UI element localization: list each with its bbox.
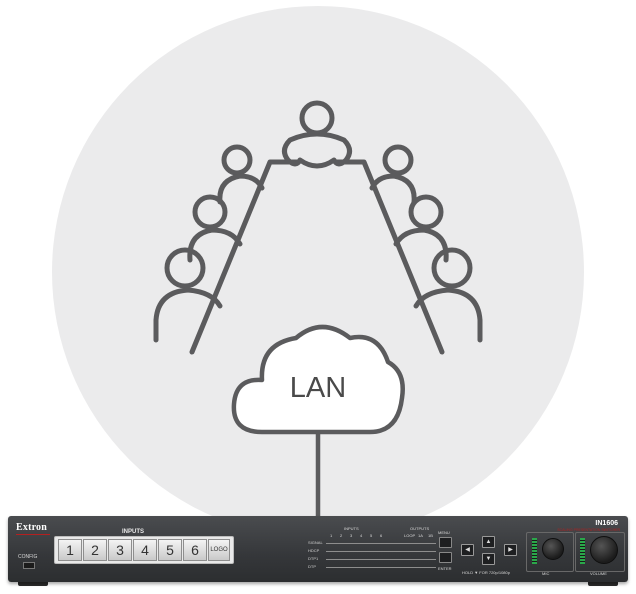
brand-underline [16, 534, 50, 535]
nav-right-button[interactable]: ▶ [504, 544, 517, 556]
matrix-output-1a: 1A [418, 533, 423, 538]
lan-label: LAN [289, 372, 347, 404]
input-button-6[interactable]: 6 [183, 539, 207, 561]
matrix-outputs-title: OUTPUTS [410, 526, 430, 531]
nav-down-button[interactable]: ▼ [482, 553, 495, 565]
nav-up-button[interactable]: ▲ [482, 536, 495, 548]
left-person-1-body [217, 173, 265, 205]
right-person-3-head [431, 247, 473, 289]
right-person-2-body [393, 227, 449, 263]
matrix-input-number-4: 4 [360, 533, 363, 538]
input-button-2[interactable]: 2 [83, 539, 107, 561]
input-button-5[interactable]: 5 [158, 539, 182, 561]
matrix-row-dtp1: DTP1 [308, 556, 319, 561]
model-subtitle: SCALING PRESENTATION SWITCHER [557, 528, 620, 532]
right-person-1-head [382, 144, 414, 176]
switcher-device: Extron CONFIG IN1606 SCALING PRESENTATIO… [8, 516, 628, 582]
volume-knob[interactable] [590, 536, 618, 564]
menu-button[interactable] [439, 537, 452, 548]
matrix-row-signal-line [326, 543, 436, 544]
mic-level-meter [532, 538, 537, 564]
matrix-row-dtp1-line [326, 559, 436, 560]
config-label: CONFIG [18, 554, 38, 560]
input-button-logo[interactable]: LOGO [208, 539, 230, 561]
lan-cloud-icon [231, 324, 405, 435]
matrix-input-number-6: 6 [380, 533, 383, 538]
matrix-row-hdcp: HDCP [308, 548, 320, 553]
matrix-input-number-1: 1 [330, 533, 333, 538]
matrix-row-dtp-line [326, 567, 436, 568]
matrix-row-signal: SIGNAL [308, 540, 323, 545]
background-circle [52, 6, 584, 538]
matrix-input-number-5: 5 [370, 533, 373, 538]
model-name: IN1606 [595, 520, 618, 527]
mic-label: MIC [542, 571, 550, 576]
input-button-3[interactable]: 3 [108, 539, 132, 561]
input-button-1[interactable]: 1 [58, 539, 82, 561]
left-person-2-head [192, 194, 228, 230]
left-person-3-body [153, 287, 223, 343]
nav-left-button[interactable]: ◀ [461, 544, 474, 556]
conference-table-icon [153, 100, 483, 355]
right-person-3-body [413, 287, 483, 343]
matrix-row-hdcp-line [326, 551, 436, 552]
left-person-1-head [221, 144, 253, 176]
matrix-inputs-title: INPUTS [344, 526, 359, 531]
mic-panel [526, 532, 574, 572]
hold-label: HOLD ▼ FOR 720p/1080p [462, 570, 510, 575]
matrix-output-loop: LOOP [404, 533, 416, 538]
matrix-input-number-2: 2 [340, 533, 343, 538]
matrix-input-number-3: 3 [350, 533, 353, 538]
enter-button[interactable] [439, 552, 452, 563]
input-button-4[interactable]: 4 [133, 539, 157, 561]
left-person-2-body [187, 227, 243, 263]
right-person-1-body [369, 173, 417, 205]
config-port-icon [23, 562, 35, 569]
volume-label: VOLUME [590, 571, 607, 576]
enter-label: ENTER [438, 566, 452, 571]
matrix-row-dtp: DTP [308, 564, 316, 569]
brand-logo: Extron [16, 522, 48, 533]
left-person-3-head [164, 247, 206, 289]
matrix-output-1b: 1B [428, 533, 433, 538]
right-person-2-head [408, 194, 444, 230]
volume-panel [575, 532, 625, 572]
head-person-body [282, 131, 352, 169]
device-foot-left [18, 580, 48, 586]
volume-level-meter [580, 538, 585, 564]
inputs-title: INPUTS [122, 529, 145, 535]
device-foot-right [588, 580, 618, 586]
mic-knob[interactable] [542, 538, 564, 560]
menu-label: MENU [438, 530, 450, 535]
